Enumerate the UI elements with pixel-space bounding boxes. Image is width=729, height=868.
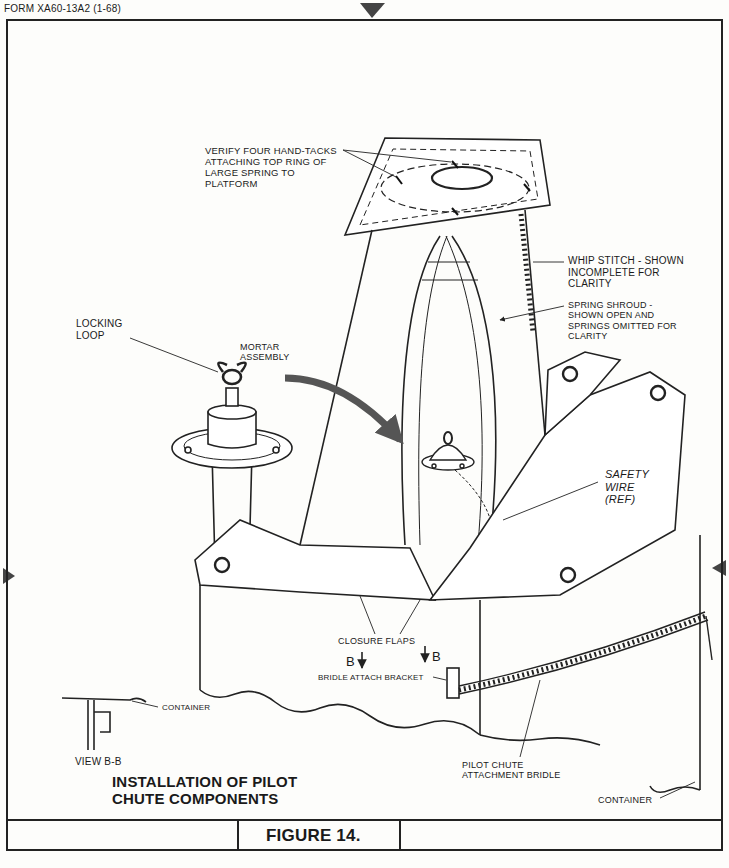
- center-mark: [360, 3, 385, 18]
- figure-caption: FIGURE 14.: [266, 826, 361, 846]
- leader-line: [433, 677, 446, 680]
- pointer-arrow: [285, 378, 400, 440]
- figure-title: INSTALLATION OF PILOT CHUTE COMPONENTS: [112, 773, 344, 808]
- leader-line: [520, 680, 540, 757]
- part-name: BRIDLE ATTACH BRACKET: [318, 673, 424, 682]
- part-name: PILOT CHUTE ATTACHMENT BRIDLE: [462, 760, 580, 781]
- drawing-frame: [7, 20, 722, 850]
- center-mark: [712, 560, 726, 576]
- mortar-assembly: [422, 432, 474, 470]
- callout-note: VERIFY FOUR HAND-TACKS ATTACHING TOP RIN…: [205, 146, 340, 190]
- section-arrow: [362, 646, 425, 668]
- part-name: CLOSURE FLAPS: [338, 636, 415, 646]
- part-name: LOCKING LOOP: [76, 318, 138, 341]
- part-name: MORTAR ASSEMBLY: [240, 342, 310, 363]
- section-view: [62, 698, 146, 750]
- leader-line: [343, 150, 451, 177]
- locking-loop: [218, 363, 245, 384]
- part-name: SAFETY WIRE (REF): [605, 468, 661, 506]
- bridle: [459, 612, 712, 694]
- leader-line: [660, 782, 695, 798]
- center-mark: [3, 568, 15, 584]
- section-letter: B: [432, 650, 441, 665]
- container: [200, 535, 700, 792]
- form-number: FORM XA60-13A2 (1-68): [4, 3, 121, 15]
- closure-flap: [195, 352, 685, 600]
- callout-note: SPRING SHROUD - SHOWN OPEN AND SPRINGS O…: [568, 300, 680, 341]
- view-label: VIEW B-B: [75, 756, 122, 768]
- leader-line: [500, 262, 564, 320]
- section-letter: B: [346, 655, 355, 670]
- hand-tack: [396, 161, 530, 215]
- part-name: CONTAINER: [162, 703, 210, 712]
- part-name: CONTAINER: [598, 795, 652, 805]
- leader-line: [132, 701, 158, 707]
- leader-line: [130, 338, 218, 372]
- bridle-bracket: [447, 668, 459, 698]
- callout-note: WHIP STITCH - SHOWN INCOMPLETE FOR CLARI…: [568, 255, 690, 290]
- leader-line: [360, 482, 598, 634]
